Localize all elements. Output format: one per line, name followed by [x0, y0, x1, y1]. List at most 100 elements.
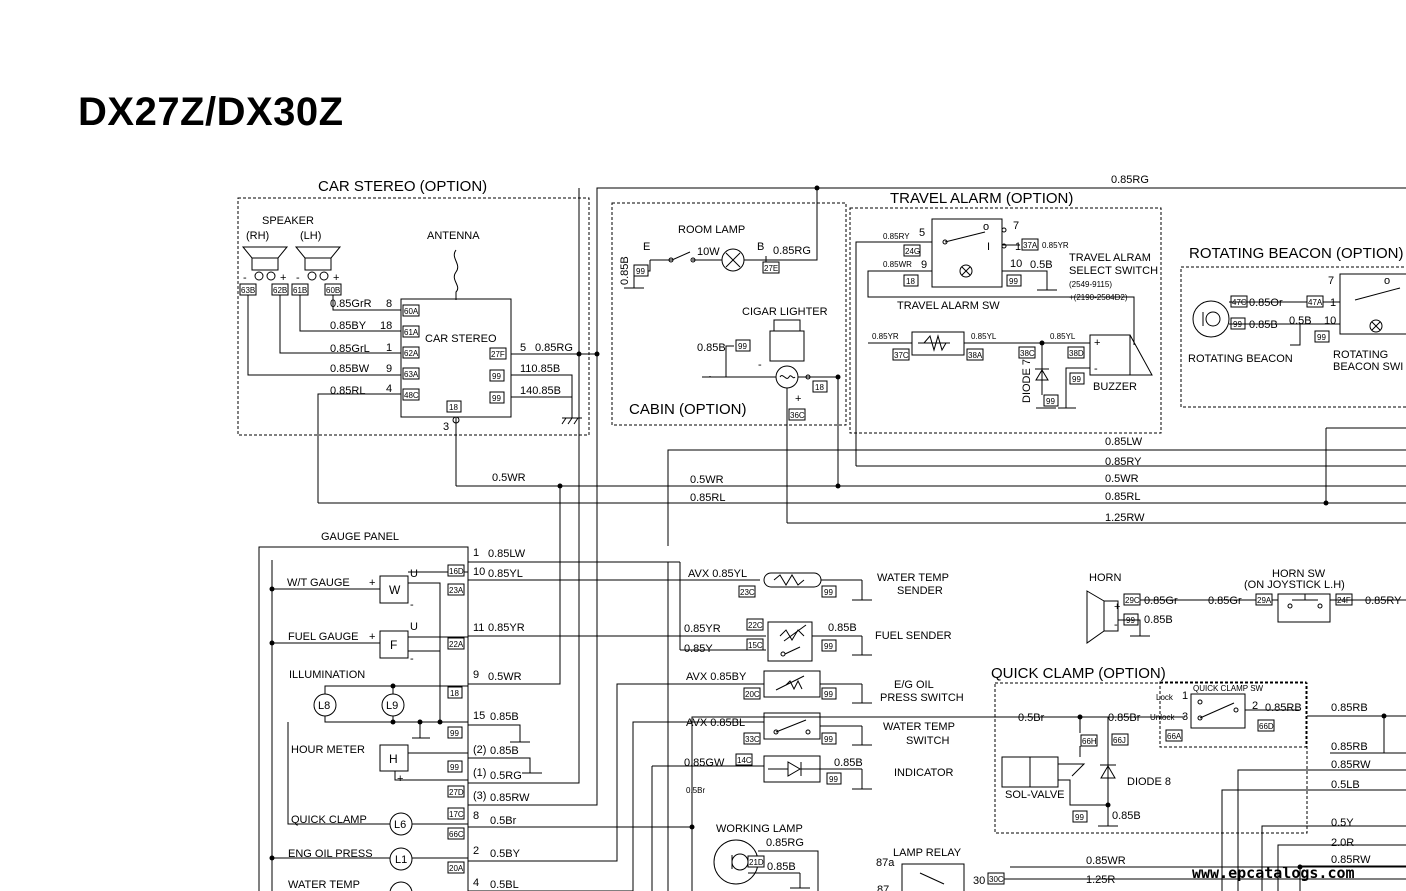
wire-label-w-125r: 1.25R	[1086, 874, 1115, 886]
symbol-label-f: F	[390, 638, 397, 652]
wire-label-w-085rg: 0.85RG	[1111, 174, 1149, 186]
component-label-water-temp-sw-1: WATER TEMP	[883, 721, 955, 733]
component-label-lh: (LH)	[300, 230, 321, 242]
connector-tag-t61b: 61B	[293, 286, 307, 295]
wire-label-w-05b: 0.5B	[1030, 259, 1053, 271]
symbol-label-plus: +	[369, 577, 375, 589]
connector-tag-t99: 99	[492, 372, 501, 381]
component-label-rotating-beacon-sw-2: BEACON SWI	[1333, 361, 1403, 373]
symbol-label-minus: -	[758, 359, 762, 371]
symbol-label-plus: +	[1094, 337, 1100, 349]
wire-label-w-20r: 2.0R	[1331, 837, 1354, 849]
symbol-label-l1: L1	[395, 854, 407, 866]
component-label-gauge-panel: GAUGE PANEL	[321, 531, 399, 543]
wire-label-w-085rw: 0.85RW	[1331, 759, 1371, 771]
wire-label-w-085rl: 0.85RL	[330, 385, 365, 397]
symbol-label-minus: -	[1114, 619, 1118, 631]
symbol-label-u: U	[410, 568, 418, 580]
wire-label-w-05by: 0.5BY	[490, 848, 521, 860]
wire-label-avx-085bl: AVX 0.85BL	[686, 717, 745, 729]
component-label-travel-alarm-sw: TRAVEL ALARM SW	[897, 300, 1000, 312]
component-label-eg-oil-1: E/G OIL	[894, 679, 934, 691]
wire-label-w-085b: 0.85B	[1249, 319, 1278, 331]
symbol-label-b: B	[757, 241, 764, 253]
watermark-footer: www.epcatalogs.com	[1192, 864, 1355, 882]
component-label-car-stereo-box: CAR STEREO	[425, 333, 497, 345]
symbol-label-o: o	[983, 221, 989, 233]
symbol-label-minus: -	[296, 272, 300, 284]
rotating-beacon-title: ROTATING BEACON (OPTION)	[1189, 245, 1403, 262]
symbol-label-plus: +	[333, 272, 339, 284]
wire-label-avx-085yl: AVX 0.85YL	[688, 568, 747, 580]
symbol-label-l8: L8	[318, 700, 330, 712]
connector-tag-t22a: 22A	[449, 640, 464, 649]
horn-switch-icon	[1277, 593, 1331, 623]
connector-tag-t63a: 63A	[404, 370, 419, 379]
connector-tag-t62a: 62A	[404, 349, 419, 358]
pin-number-p1: 1	[386, 342, 392, 354]
symbol-label-minus: -	[410, 653, 414, 665]
wire-label-w-085rg: 0.85RG	[773, 245, 811, 257]
connector-tag-t27f: 27F	[491, 350, 505, 359]
pin-number-p4: 4	[386, 383, 392, 395]
wire-label-w-085ry: 0.85RY	[1105, 456, 1142, 468]
connector-tag-t18: 18	[449, 403, 458, 412]
wire-label-w-05wr: 0.5WR	[1105, 473, 1139, 485]
connector-tag-t99: 99	[738, 342, 747, 351]
component-label-diode8: DIODE 8	[1127, 776, 1171, 788]
wire-label-w-05wr: 0.5WR	[690, 474, 724, 486]
wire-label-w-085ry: 0.85RY	[883, 232, 910, 241]
connector-tag-t17c: 17C	[449, 810, 464, 819]
connector-tag-t29c: 29C	[1125, 596, 1140, 605]
wire-label-w-05wr: 0.5WR	[492, 472, 526, 484]
wire-label-w-05lb: 0.5LB	[1331, 779, 1360, 791]
quick-clamp: 0.5Br 0.85Br 66H 66J 66A Lock Unlock 1 3…	[1001, 684, 1406, 827]
connector-tag-t99: 99	[636, 267, 645, 276]
wire-label-w-085yl: 0.85YL	[1050, 332, 1076, 341]
main-bus	[318, 187, 1406, 546]
buzzer-icon	[1089, 334, 1131, 376]
pin-number-p18: 18	[380, 320, 392, 332]
connector-tag-t60b: 60B	[326, 286, 340, 295]
symbol-label-minus: -	[1094, 363, 1098, 375]
wire-label-w-085or: 0.85Or	[1249, 297, 1283, 309]
connector-tag-t99: 99	[450, 763, 459, 772]
connector-tag-t99: 99	[1317, 333, 1326, 342]
wire-label-w-085rg: 0.85RG	[535, 342, 573, 354]
connector-tag-t66c: 66C	[449, 830, 464, 839]
wire-label-w-085b: 0.85B	[767, 861, 796, 873]
rotating-beacon-box	[1180, 266, 1406, 408]
pin-number-p8: 8	[473, 810, 479, 822]
connector-tag-t20a: 20A	[449, 864, 464, 873]
lamp-l1-icon	[389, 847, 413, 871]
connector-tag-t66a: 66A	[1167, 732, 1182, 741]
pin-number-p9: 9	[386, 363, 392, 375]
component-label-buzzer: BUZZER	[1093, 381, 1137, 393]
wire-label-w-085b: 0.85B	[1144, 614, 1173, 626]
connector-tag-t61a: 61A	[404, 328, 419, 337]
component-label-wt-gauge: W/T GAUGE	[287, 577, 350, 589]
wire-label-w-085rg: 0.85RG	[766, 837, 804, 849]
connector-tag-t16d: 16D	[449, 567, 464, 576]
symbol-label-w: W	[389, 583, 401, 597]
wire-label-w-085rw: 0.85RW	[1331, 854, 1371, 866]
symbol-label-n30: 30	[973, 875, 985, 887]
wire-label-w-085b: 0.85B	[1112, 810, 1141, 822]
connector-tag-t66d: 66D	[1259, 722, 1274, 731]
component-label-fuel-sender: FUEL SENDER	[875, 630, 952, 642]
wire-label-w-085lw: 0.85LW	[488, 548, 526, 560]
connector-tag-t66j: 66J	[1113, 736, 1126, 745]
component-label-travel-select-4: +(2190-2584D2)	[1069, 293, 1128, 302]
pin-number-p2: 2	[1252, 700, 1258, 712]
pin-number-p15: 15	[473, 710, 485, 722]
senders: AVX 0.85YL 23C 99 WATER TEMP SENDER 0.85…	[651, 562, 1087, 891]
connector-tag-t24g: 24G	[905, 247, 920, 256]
quick-clamp-switch-icon	[1190, 693, 1246, 729]
connector-tag-t29a: 29A	[1257, 596, 1272, 605]
cabin-title: CABIN (OPTION)	[629, 401, 747, 418]
symbol-label-plus: +	[280, 272, 286, 284]
horn: HORN + - 29C 0.85Gr 99 0.85B 0.85Gr HORN…	[1086, 568, 1406, 644]
symbol-label-plus: +	[795, 393, 801, 405]
connector-tag-t48c: 48C	[404, 391, 419, 400]
wire-label-w-085lw: 0.85LW	[1105, 436, 1143, 448]
